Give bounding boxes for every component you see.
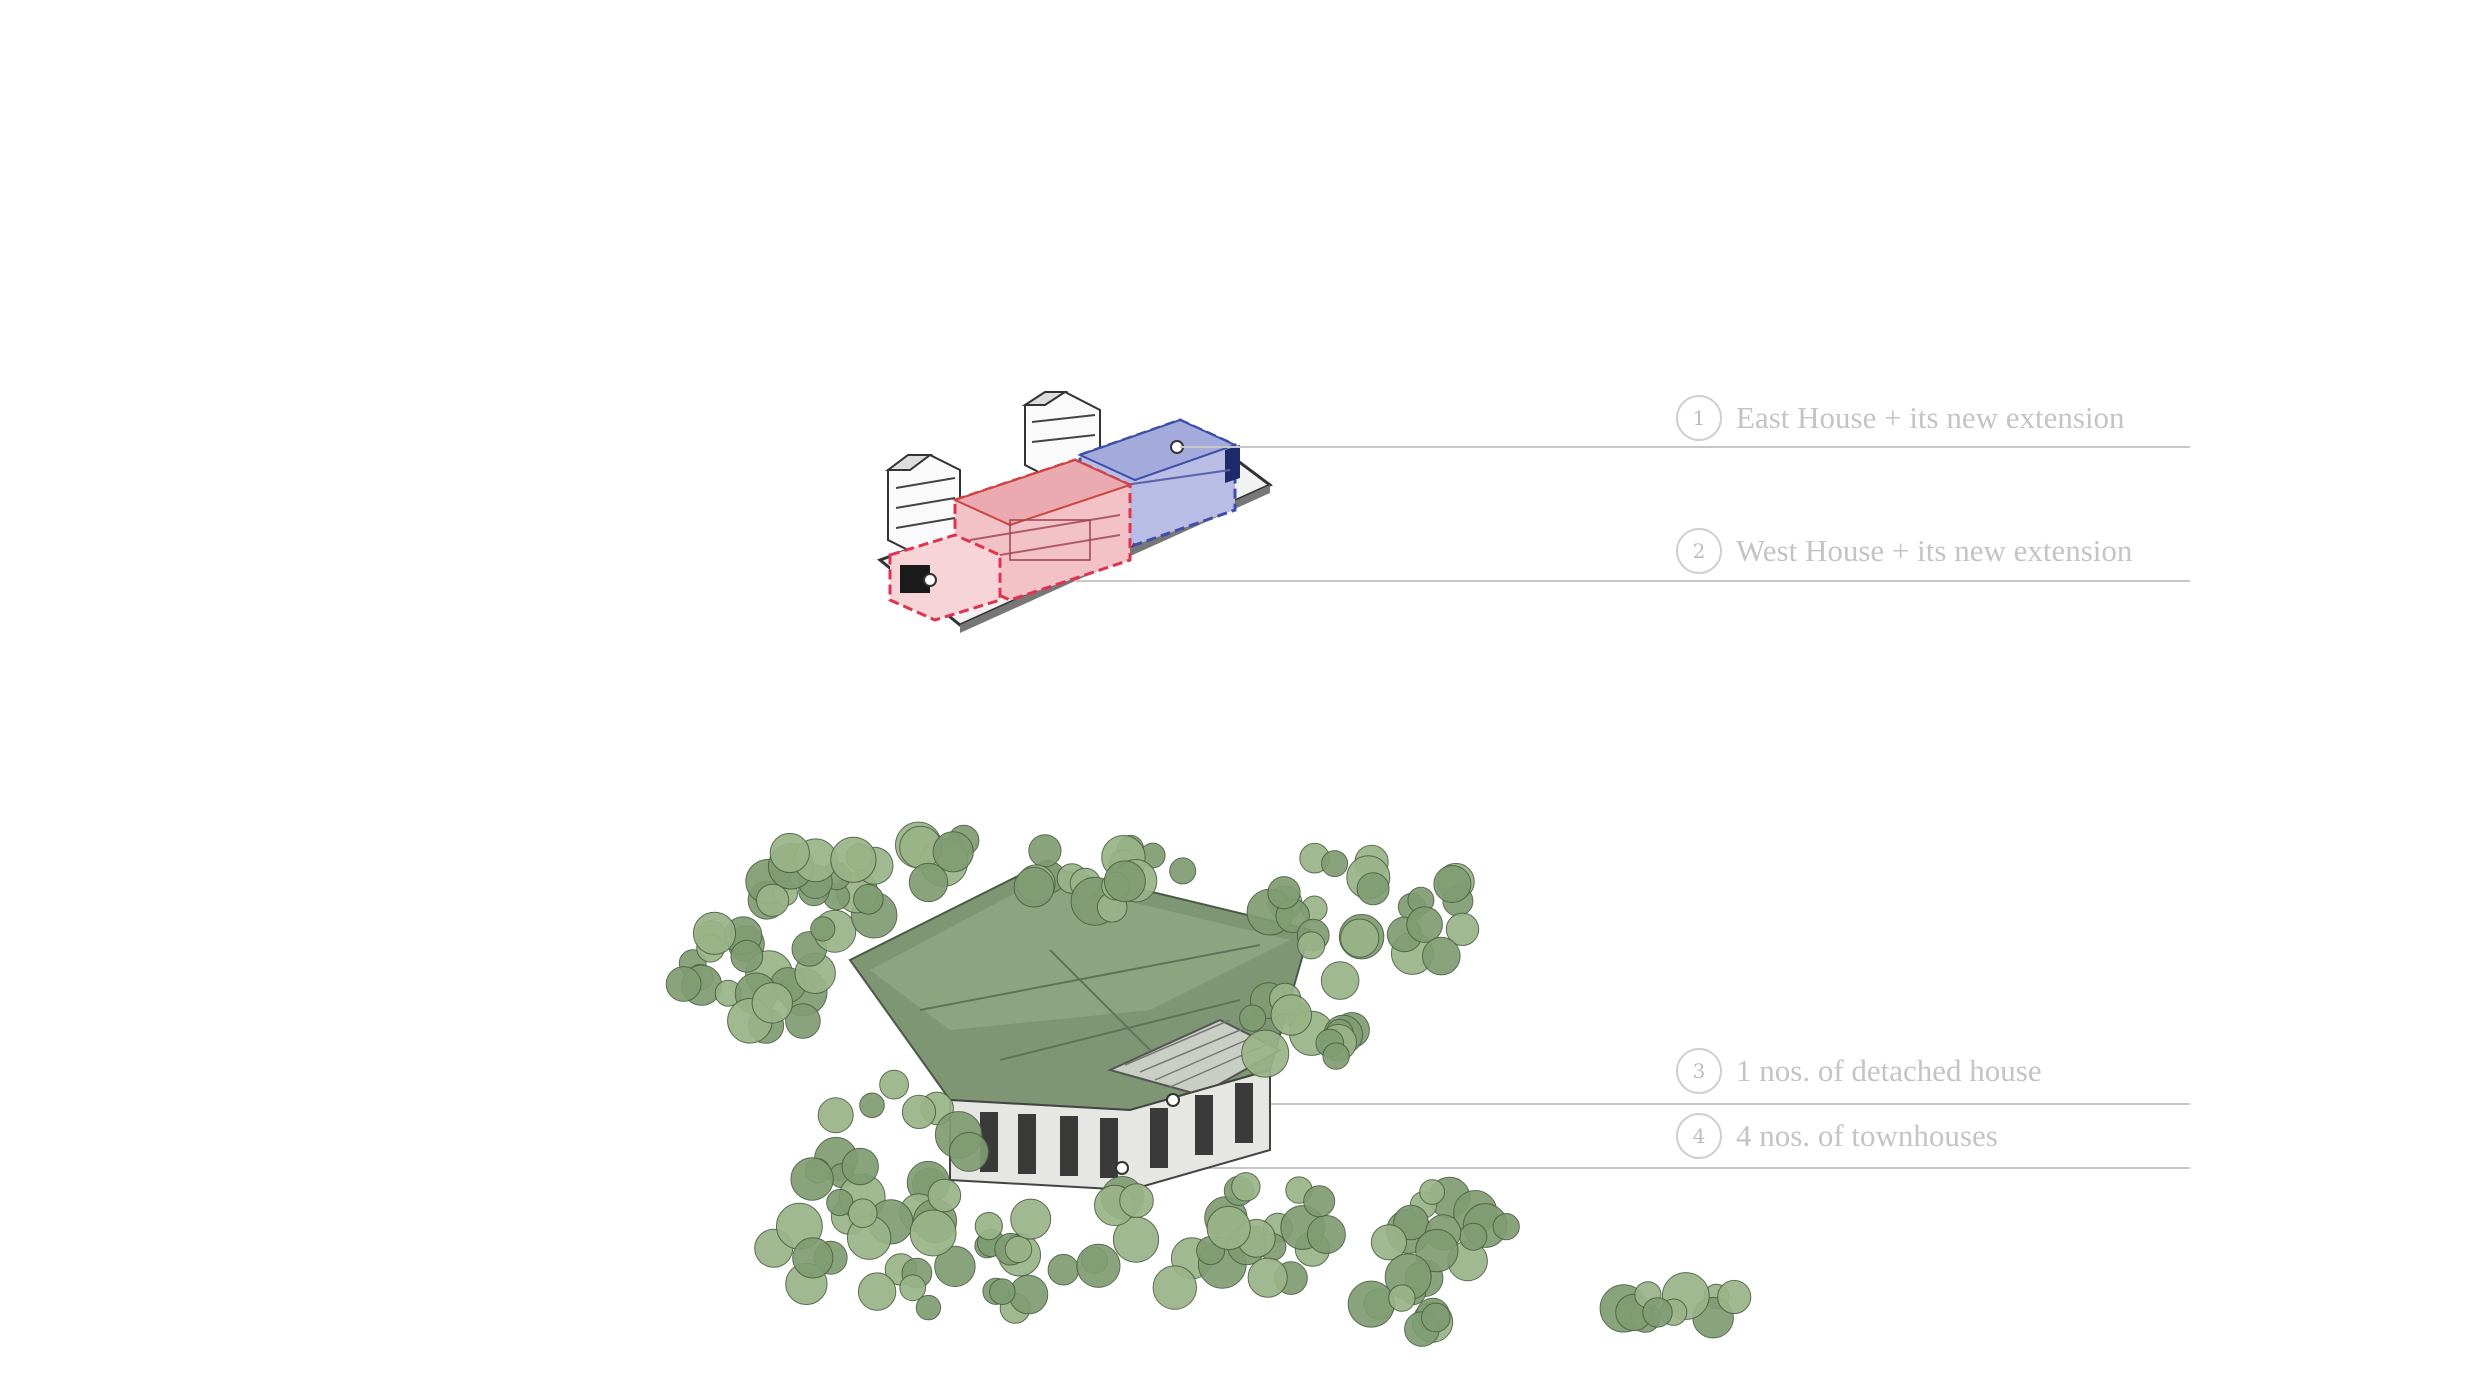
tree-icon	[1297, 931, 1326, 960]
tree-icon	[817, 1097, 854, 1134]
tree-icon	[1322, 1042, 1350, 1070]
east-house-highlight	[1077, 418, 1240, 547]
tree-icon	[1422, 936, 1461, 976]
tree-icon	[1267, 876, 1301, 910]
tree-icon	[810, 916, 836, 942]
tree-icon	[989, 1278, 1016, 1305]
tree-icon	[1306, 1215, 1346, 1254]
tree-canopy	[665, 821, 1752, 1347]
tree-icon	[1492, 1213, 1520, 1241]
tree-icon	[751, 982, 793, 1024]
callout-1: 1 East House + its new extension	[1676, 392, 2125, 444]
tree-icon	[1445, 912, 1480, 946]
tree-icon	[949, 1131, 989, 1172]
tree-icon	[848, 1198, 878, 1228]
tree-icon	[1388, 1284, 1416, 1312]
tree-icon	[756, 883, 790, 917]
tree-icon	[792, 1237, 834, 1279]
callout-2: 2 West House + its new extension	[1676, 525, 2132, 577]
terrace-houses-axonometric	[876, 390, 1273, 633]
tree-icon	[1004, 1235, 1033, 1264]
tree-icon	[1421, 1302, 1451, 1333]
callout-label: East House + its new extension	[1736, 400, 2125, 435]
tree-icon	[859, 1092, 885, 1119]
tree-icon	[1406, 906, 1443, 943]
tree-icon	[1010, 1198, 1052, 1240]
tree-icon	[1433, 865, 1472, 903]
tree-icon	[932, 831, 974, 873]
tree-icon	[1347, 1280, 1395, 1328]
tree-icon	[901, 1094, 937, 1130]
tree-icon	[1642, 1297, 1673, 1328]
tree-icon	[1459, 1222, 1488, 1251]
tree-icon	[908, 862, 949, 903]
callout-label: West House + its new extension	[1736, 533, 2133, 568]
callout-3: 3 1 nos. of detached house	[1676, 1045, 2042, 1097]
tree-icon	[830, 836, 877, 883]
tree-icon	[1370, 1224, 1408, 1261]
tree-icon	[1320, 961, 1360, 1000]
tree-icon	[841, 1147, 879, 1186]
landscape-site-axonometric	[665, 821, 1752, 1347]
marker-3	[1166, 1093, 1180, 1107]
callout-number-badge: 1	[1676, 395, 1722, 441]
tree-icon	[665, 966, 702, 1002]
marker-2	[923, 573, 937, 587]
tree-icon	[1247, 1257, 1288, 1298]
tree-icon	[1303, 1185, 1336, 1218]
tree-icon	[1104, 860, 1146, 903]
tree-icon	[1321, 850, 1349, 878]
tree-icon	[915, 1294, 942, 1321]
tree-icon	[1152, 1265, 1198, 1310]
tree-icon	[769, 832, 810, 874]
tree-icon	[692, 911, 737, 955]
tree-icon	[1419, 1179, 1445, 1205]
tree-icon	[1206, 1205, 1251, 1251]
tree-icon	[1239, 1004, 1267, 1032]
tree-icon	[1415, 1228, 1459, 1273]
tree-icon	[974, 1212, 1003, 1241]
marker-4	[1115, 1161, 1129, 1175]
tree-icon	[1028, 834, 1062, 868]
callout-number-badge: 2	[1676, 528, 1722, 574]
callout-label: 4 nos. of townhouses	[1736, 1118, 1998, 1153]
tree-icon	[879, 1069, 909, 1100]
tree-icon	[1231, 1172, 1261, 1202]
callout-label: 1 nos. of detached house	[1736, 1053, 2042, 1088]
tree-icon	[934, 1245, 976, 1288]
tree-icon	[927, 1178, 962, 1213]
tree-icon	[1047, 1253, 1080, 1286]
tree-icon	[1270, 994, 1313, 1036]
tree-icon	[1241, 1029, 1290, 1078]
tree-icon	[1717, 1279, 1752, 1315]
tree-icon	[857, 1272, 897, 1311]
callout-4: 4 4 nos. of townhouses	[1676, 1110, 1998, 1162]
tree-icon	[1076, 1243, 1121, 1288]
tree-icon	[1340, 918, 1380, 958]
callout-number-badge: 3	[1676, 1048, 1722, 1094]
tree-icon	[1119, 1183, 1154, 1218]
tree-icon	[1169, 857, 1197, 885]
tree-icon	[790, 1157, 834, 1201]
tree-icon	[909, 1209, 957, 1257]
tree-icon	[1356, 872, 1390, 906]
callout-number-badge: 4	[1676, 1113, 1722, 1159]
tree-icon	[1013, 866, 1055, 908]
tree-icon	[899, 1274, 927, 1302]
tree-icon	[785, 1003, 821, 1039]
tree-icon	[730, 939, 764, 973]
tree-icon	[853, 884, 884, 915]
